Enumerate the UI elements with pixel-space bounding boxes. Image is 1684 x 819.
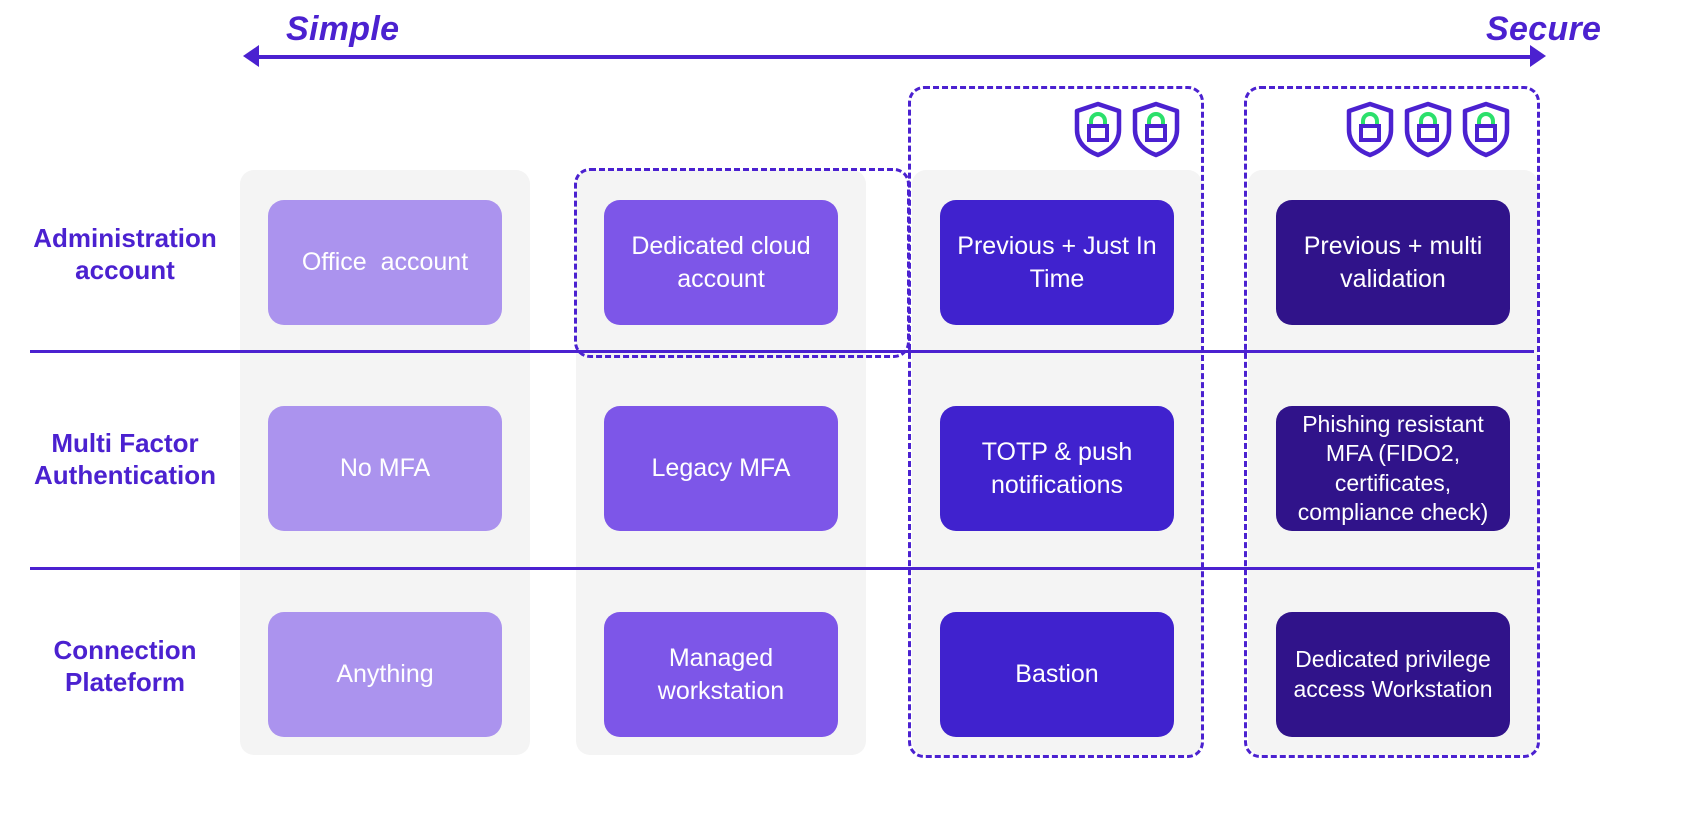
cell-card-r2c4[interactable]: Phishing resistant MFA (FIDO2, certifica… [1276,406,1510,531]
shield-lock-icon [1074,101,1122,158]
cell-card-r1c4[interactable]: Previous + multi validation [1276,200,1510,325]
dashed-highlight-column-3 [908,86,1204,758]
maturity-axis: Simple Secure [0,0,1684,82]
dashed-highlight-column-4 [1244,86,1540,758]
cell-card-r3c1[interactable]: Anything [268,612,502,737]
cell-card-r1c2[interactable]: Dedicated cloud account [604,200,838,325]
shield-group-column-4 [1344,100,1512,158]
row-label-administration-account: Administration account [33,223,217,286]
axis-line [256,55,1534,59]
shield-lock-icon [1132,101,1180,158]
shield-group-column-3 [1072,100,1182,158]
shield-lock-icon [1346,101,1394,158]
cell-card-r2c1[interactable]: No MFA [268,406,502,531]
arrow-right-icon [1530,45,1546,67]
shield-lock-icon [1462,101,1510,158]
row-label-connection-plateform: Connection Plateform [53,635,197,698]
row-divider-2 [30,567,1534,570]
row-label-multi-factor-authentication: Multi Factor Authentication [34,428,216,491]
maturity-matrix: Administration account Multi Factor Auth… [0,82,1684,819]
row-divider-1 [30,350,1534,353]
cell-card-r3c4[interactable]: Dedicated privilege access Workstation [1276,612,1510,737]
cell-card-r2c3[interactable]: TOTP & push notifications [940,406,1174,531]
arrow-left-icon [243,45,259,67]
cell-card-r1c1[interactable]: Office account [268,200,502,325]
cell-card-r3c2[interactable]: Managed workstation [604,612,838,737]
cell-card-r1c3[interactable]: Previous + Just In Time [940,200,1174,325]
shield-lock-icon [1404,101,1452,158]
cell-card-r2c2[interactable]: Legacy MFA [604,406,838,531]
axis-label-secure: Secure [1486,10,1602,48]
cell-card-r3c3[interactable]: Bastion [940,612,1174,737]
axis-label-simple: Simple [286,10,400,48]
